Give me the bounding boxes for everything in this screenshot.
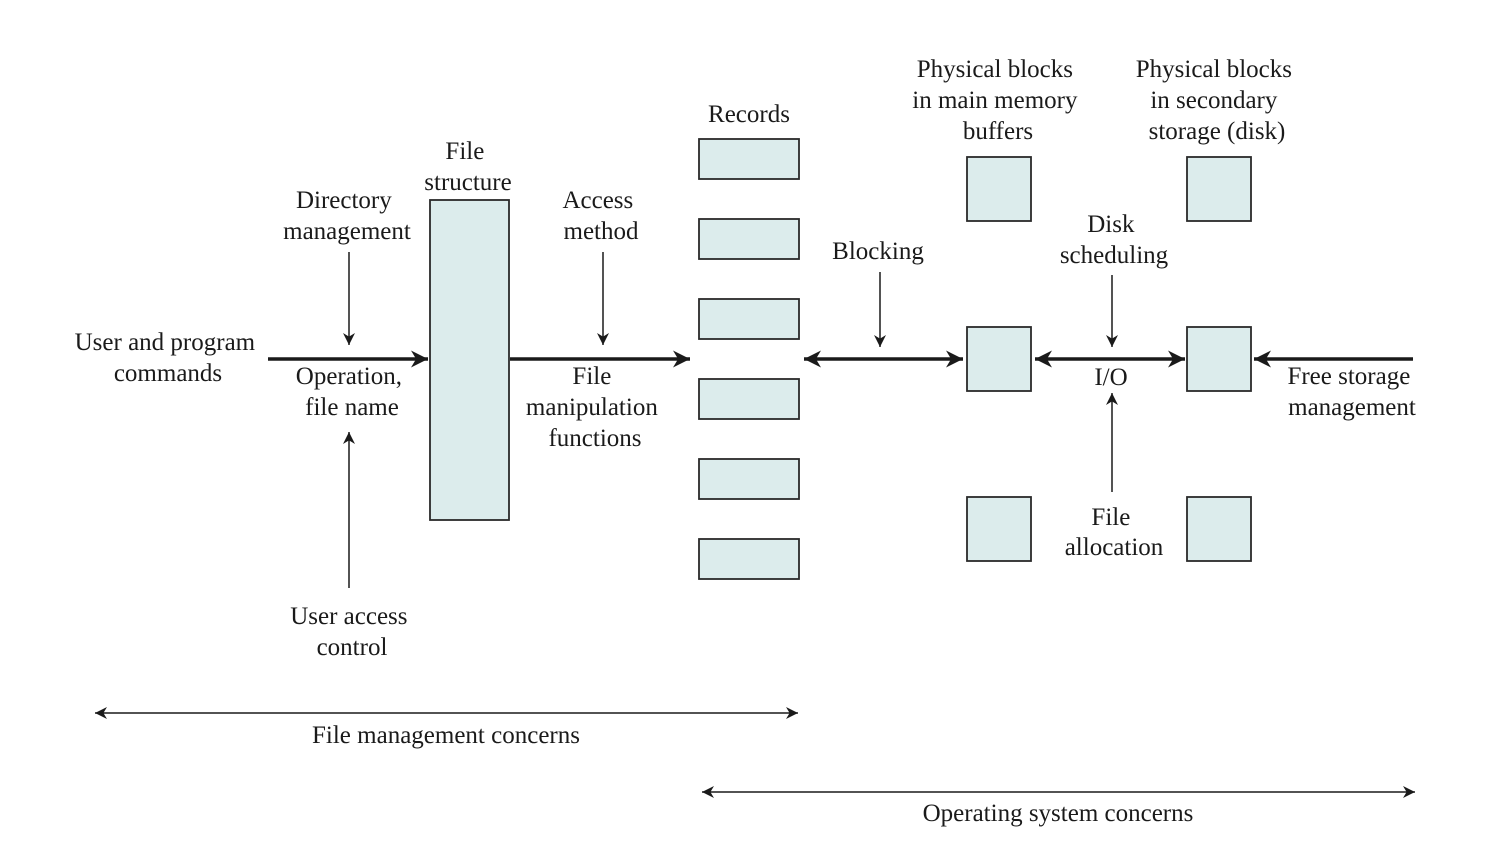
record-box xyxy=(698,458,800,500)
operating-system-concerns-label: Operating system concerns xyxy=(923,800,1194,827)
disk-scheduling-label: Disk scheduling xyxy=(1060,211,1169,269)
record-box xyxy=(698,538,800,580)
io-label: I/O xyxy=(1094,364,1127,391)
access-method-label: Access method xyxy=(562,187,639,245)
records-label: Records xyxy=(708,101,790,128)
file-structure-label: File structure xyxy=(424,138,511,196)
user-program-commands-label: User and program commands xyxy=(75,329,262,387)
file-manipulation-functions-label: File manipulation functions xyxy=(526,363,664,452)
file-structure-box xyxy=(429,199,510,521)
record-box xyxy=(698,218,800,260)
memory-block xyxy=(966,496,1032,562)
blocking-label: Blocking xyxy=(832,238,924,265)
record-box xyxy=(698,138,800,180)
user-access-control-label: User access control xyxy=(290,603,414,661)
disk-block xyxy=(1186,326,1252,392)
directory-management-label: Directory management xyxy=(283,187,411,245)
record-box xyxy=(698,378,800,420)
secondary-storage-blocks-label: Physical blocks in secondary storage (di… xyxy=(1136,56,1299,145)
file-management-concerns-label: File management concerns xyxy=(312,722,580,749)
records-stack xyxy=(698,138,800,580)
main-memory-blocks-label: Physical blocks in main memory buffers xyxy=(912,56,1084,145)
memory-block xyxy=(966,156,1032,222)
operation-file-name-label: Operation, file name xyxy=(296,363,408,421)
main-memory-blocks xyxy=(966,156,1032,562)
memory-block xyxy=(966,326,1032,392)
record-box xyxy=(698,298,800,340)
disk-block xyxy=(1186,156,1252,222)
disk-block xyxy=(1186,496,1252,562)
free-storage-management-label: Free storage management xyxy=(1287,363,1416,421)
secondary-storage-blocks xyxy=(1186,156,1252,562)
file-allocation-label: File allocation xyxy=(1065,504,1164,561)
